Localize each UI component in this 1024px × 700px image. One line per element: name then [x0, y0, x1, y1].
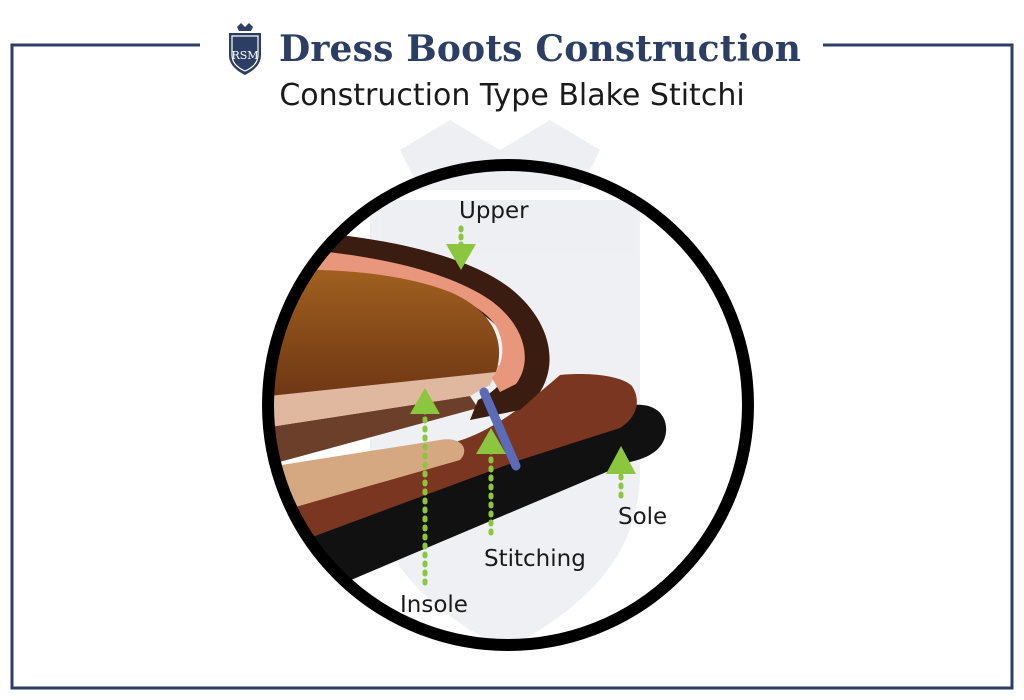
sole-arrow: [606, 446, 636, 501]
outsole-layer: [268, 404, 667, 610]
insole-arrow: [410, 388, 440, 588]
insole-top-layer: [268, 365, 500, 430]
blake-stitch-line: [479, 387, 521, 471]
upper-lining-layer: [268, 246, 525, 392]
magnifier-circle: [262, 159, 754, 651]
crest-logo-icon: RSM: [228, 23, 261, 75]
page-title: Dress Boots Construction: [278, 28, 802, 70]
insole-lower-layer: [268, 439, 465, 520]
upper-outer-layer: [268, 228, 550, 420]
logo-text: RSM: [231, 49, 258, 62]
boot-cross-section: [268, 228, 667, 610]
sole-layer: [268, 374, 637, 560]
upper-arrow: [446, 225, 476, 270]
label-upper: Upper: [459, 198, 529, 224]
label-insole: Insole: [400, 592, 468, 618]
header: RSM Dress Boots Construction: [0, 14, 1024, 84]
stitching-arrow: [476, 428, 506, 543]
midsole-layer: [268, 396, 478, 470]
page-subtitle: Construction Type Blake Stitchi: [279, 78, 745, 113]
header-title-group: RSM Dress Boots Construction: [200, 21, 824, 77]
label-sole: Sole: [618, 504, 667, 530]
boot-interior: [268, 269, 500, 398]
label-stitching: Stitching: [484, 546, 586, 572]
